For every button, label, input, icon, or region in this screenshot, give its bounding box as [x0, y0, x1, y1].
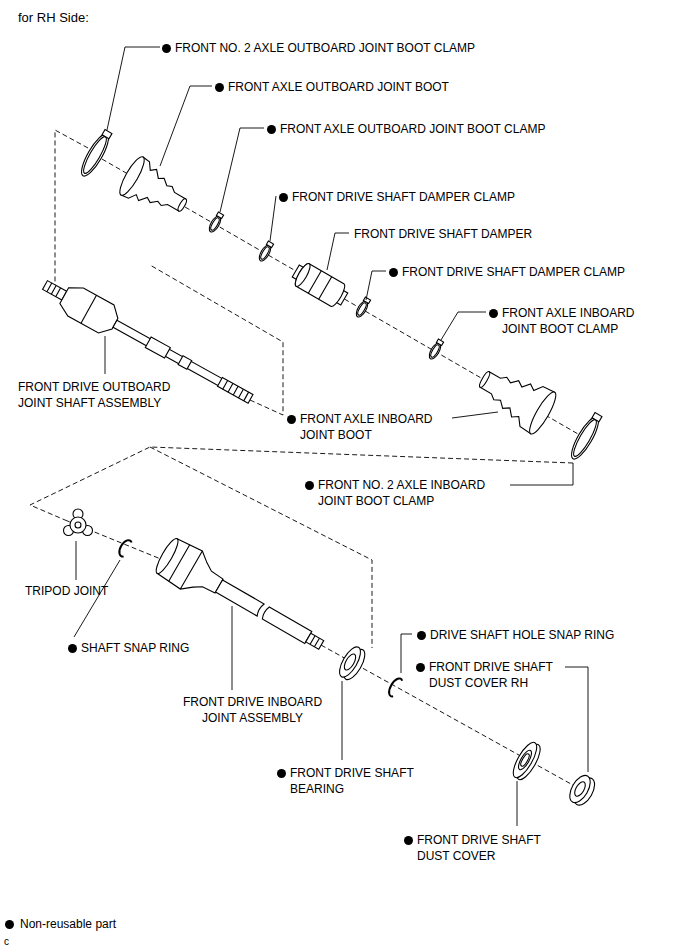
part-name: c — [4, 936, 9, 947]
part-name: DRIVE SHAFT HOLE SNAP RING — [430, 628, 614, 642]
part-name: FRONT DRIVE OUTBOARD JOINT SHAFT ASSEMBL… — [18, 380, 170, 410]
part-label: FRONT NO. 2 AXLE INBOARD JOINT BOOT CLAM… — [318, 477, 518, 509]
non-reusable-mark — [489, 309, 498, 318]
non-reusable-mark — [287, 415, 296, 424]
non-reusable-mark — [277, 769, 286, 778]
part-name: FRONT NO. 2 AXLE OUTBOARD JOINT BOOT CLA… — [175, 41, 475, 55]
part-label: FRONT AXLE OUTBOARD JOINT BOOT CLAMP — [280, 121, 545, 137]
leader-line — [105, 336, 106, 374]
part-label: FRONT AXLE INBOARD JOINT BOOT — [300, 411, 465, 443]
non-reusable-mark — [68, 644, 77, 653]
part-name: FRONT DRIVE SHAFT DUST COVER RH — [429, 660, 553, 690]
non-reusable-mark — [404, 836, 413, 845]
part-label: TRIPOD JOINT — [25, 583, 108, 599]
part-label: FRONT DRIVE SHAFT BEARING — [290, 765, 440, 797]
non-reusable-mark — [215, 83, 224, 92]
snap-ring — [117, 538, 132, 557]
damper-clamp — [354, 297, 371, 319]
leader-line — [76, 541, 77, 580]
snap-ring — [386, 676, 402, 697]
non-reusable-mark — [267, 125, 276, 134]
part-name: FRONT AXLE OUTBOARD JOINT BOOT CLAMP — [280, 122, 545, 136]
part-name: FRONT DRIVE SHAFT BEARING — [290, 766, 414, 796]
part-name: FRONT NO. 2 AXLE INBOARD JOINT BOOT CLAM… — [318, 478, 485, 508]
leader-line — [327, 233, 349, 270]
small-clamp — [427, 339, 444, 361]
part-name: TRIPOD JOINT — [25, 584, 108, 598]
legend-text: Non-reusable part — [20, 917, 116, 931]
part-name: FRONT DRIVE SHAFT DAMPER CLAMP — [292, 190, 515, 204]
dust-cover — [509, 739, 545, 783]
part-label: FRONT DRIVE SHAFT DUST COVER — [417, 832, 567, 864]
leader-line — [74, 560, 120, 637]
leader-line — [510, 463, 573, 485]
non-reusable-mark — [389, 268, 398, 277]
part-label: FRONT AXLE OUTBOARD JOINT BOOT — [228, 79, 449, 95]
part-label: FRONT DRIVE SHAFT DAMPER CLAMP — [402, 264, 625, 280]
leader-line — [270, 196, 276, 241]
leader-lines — [74, 47, 588, 826]
leader-line — [160, 86, 212, 166]
leader-line — [517, 781, 518, 826]
small-clamp — [207, 212, 224, 234]
damper-clamp — [257, 241, 274, 263]
part-label: FRONT NO. 2 AXLE OUTBOARD JOINT BOOT CLA… — [175, 40, 475, 56]
non-reusable-mark — [279, 193, 288, 202]
inboard-boot — [471, 357, 560, 436]
parts — [37, 128, 604, 808]
non-reusable-mark — [417, 631, 426, 640]
part-name: SHAFT SNAP RING — [81, 641, 189, 655]
part-label: DRIVE SHAFT HOLE SNAP RING — [430, 627, 614, 643]
outboard-boot — [116, 154, 196, 225]
part-name: FRONT AXLE OUTBOARD JOINT BOOT — [228, 80, 449, 94]
assembly-guide-lines — [30, 130, 585, 789]
part-label: FRONT DRIVE SHAFT DUST COVER RH — [429, 659, 579, 691]
legend-symbol — [5, 920, 14, 929]
part-name: FRONT DRIVE SHAFT DAMPER — [354, 227, 532, 241]
dust-cover-rh — [566, 772, 599, 808]
part-label: SHAFT SNAP RING — [81, 640, 189, 656]
part-label: FRONT DRIVE INBOARD JOINT ASSEMBLY — [165, 694, 340, 726]
leader-line — [401, 634, 412, 673]
leader-line — [107, 47, 160, 130]
part-label: FRONT DRIVE SHAFT DAMPER CLAMP — [292, 189, 515, 205]
part-name: FRONT AXLE INBOARD JOINT BOOT CLAMP — [502, 306, 634, 336]
leader-line — [232, 606, 233, 690]
part-label: FRONT AXLE INBOARD JOINT BOOT CLAMP — [502, 305, 662, 337]
part-label: FRONT DRIVE OUTBOARD JOINT SHAFT ASSEMBL… — [18, 379, 208, 411]
leader-line — [342, 681, 343, 760]
part-name: FRONT DRIVE INBOARD JOINT ASSEMBLY — [183, 695, 322, 725]
non-reusable-mark — [162, 44, 171, 53]
part-name: FRONT AXLE INBOARD JOINT BOOT — [300, 412, 432, 442]
part-name: FRONT DRIVE SHAFT DAMPER CLAMP — [402, 265, 625, 279]
diagram-title: for RH Side: — [18, 10, 89, 26]
leader-line — [441, 312, 486, 340]
band-clamp — [77, 128, 115, 179]
legend-row: Non-reusable part — [5, 916, 116, 932]
leader-line — [452, 412, 498, 418]
leader-line — [565, 667, 588, 772]
part-name: FRONT DRIVE SHAFT DUST COVER — [417, 833, 541, 863]
tripod — [64, 509, 93, 536]
leader-line — [220, 128, 264, 212]
band-clamp — [567, 411, 605, 462]
damper — [289, 260, 350, 311]
part-label: c — [4, 934, 9, 950]
non-reusable-mark — [416, 663, 425, 672]
non-reusable-mark — [305, 481, 314, 490]
bearing — [335, 644, 368, 683]
part-label: FRONT DRIVE SHAFT DAMPER — [354, 226, 532, 242]
leader-line — [366, 271, 386, 300]
